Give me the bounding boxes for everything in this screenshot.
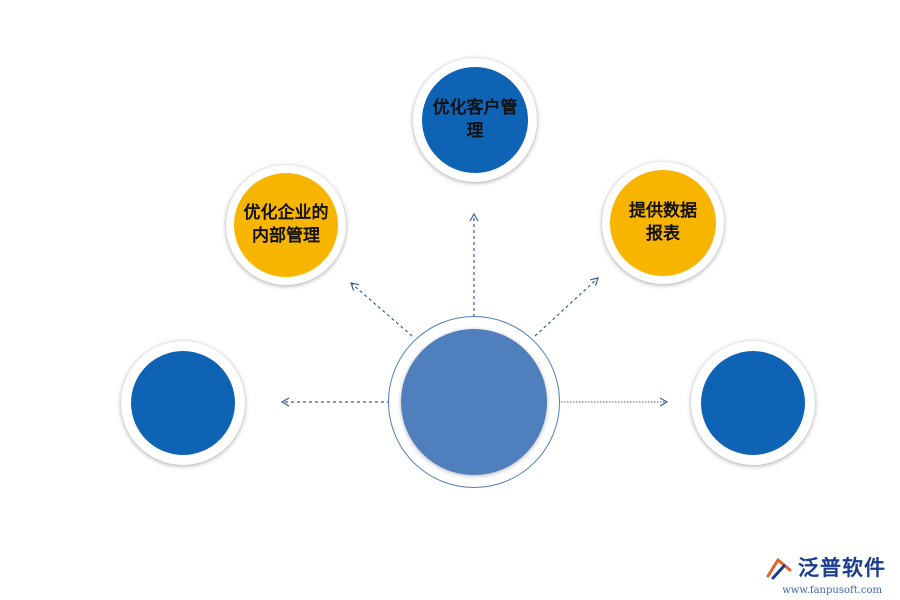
node-upper-left-label: 优化企业的 内部管理 — [244, 202, 329, 248]
node-top: 优化客户管 理 — [413, 58, 537, 182]
node-upper-right: 提供数据 报表 — [602, 162, 724, 284]
logo-mark-icon — [766, 557, 792, 580]
node-top-label-line1: 优化客户管 — [432, 98, 518, 118]
node-right-circle — [701, 351, 805, 455]
center-hub — [388, 316, 560, 488]
node-top-label-line2: 理 — [466, 121, 484, 141]
node-upper-right-circle: 提供数据 报表 — [610, 170, 716, 276]
node-left-circle — [131, 351, 235, 455]
logo-url: www.fanpusoft.com — [782, 585, 882, 596]
node-top-label: 优化客户管 理 — [433, 97, 518, 143]
arrow-to-upper-left — [350, 282, 413, 337]
center-hub-circle — [401, 329, 547, 475]
node-right — [691, 341, 815, 465]
node-upper-left-circle: 优化企业的 内部管理 — [234, 173, 338, 277]
arrow-to-upper-right — [534, 277, 599, 337]
logo-title: 泛普软件 — [798, 556, 886, 580]
node-upper-right-label: 提供数据 报表 — [629, 200, 697, 246]
node-upper-left: 优化企业的 内部管理 — [226, 165, 346, 285]
brand-logo: 泛普软件 www.fanpusoft.com — [764, 552, 886, 596]
node-left — [121, 341, 245, 465]
node-upper-right-label-line1: 提供数据 — [629, 201, 697, 221]
node-upper-left-label-line2: 内部管理 — [252, 226, 320, 246]
node-upper-left-label-line1: 优化企业的 — [243, 203, 329, 223]
node-top-circle: 优化客户管 理 — [422, 67, 528, 173]
node-upper-right-label-line2: 报表 — [646, 224, 680, 244]
